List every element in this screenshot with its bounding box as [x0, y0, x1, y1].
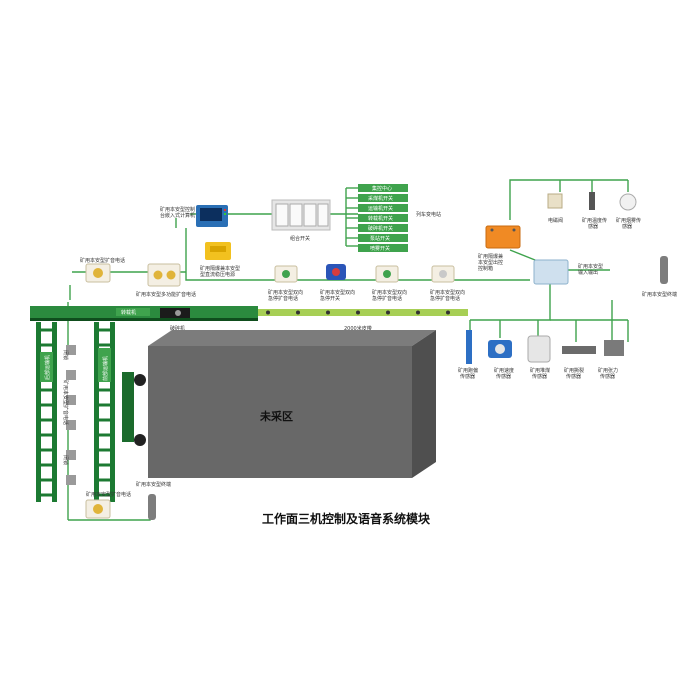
sensor-1-label-2: 传感器: [496, 373, 511, 380]
estop-speaker-2-label: 矿用本安型双向: [372, 289, 407, 296]
front-conveyor: [94, 322, 115, 502]
train-label: 列车变电站: [416, 211, 441, 218]
speaker-bottom: [85, 499, 111, 519]
sensor-3-label-2: 传感器: [566, 373, 581, 380]
tear-sensor: [562, 346, 596, 354]
sensor-1-label: 矿用速度: [494, 367, 514, 374]
power-label: 矿用隔爆兼本安型: [200, 265, 240, 272]
switch-list: [358, 184, 408, 252]
valve-icon: [547, 193, 563, 209]
switch-4: 泵站开关: [370, 235, 390, 242]
speaker-bottom-label: 矿用本安型扩音电话: [86, 491, 131, 498]
left-tag-0: 闭锁: [62, 350, 69, 360]
estop-speaker-3: [431, 265, 455, 283]
valve-label: 电磁阀: [548, 217, 563, 224]
left-tag-2: 闭锁: [62, 455, 69, 465]
estop-switch-label-2: 急停开关: [320, 295, 340, 302]
speaker-left-top-label: 矿用本安型扩音电话: [80, 257, 125, 264]
belt-conveyor: [258, 309, 468, 316]
temp-sensor-icon: [589, 192, 595, 210]
terminal-bottom-label: 矿用本安型终端: [136, 481, 171, 488]
sensor-0-label: 矿用跑偏: [458, 367, 478, 374]
power-supply: [205, 242, 231, 260]
sensor-2-label: 矿用堆煤: [530, 367, 550, 374]
estop-speaker-1: [274, 265, 298, 283]
estop-speaker-3-label-2: 急停扩音电话: [430, 295, 460, 302]
transfer-label-bg: [116, 308, 150, 316]
control-box-label: 矿用隔爆兼: [478, 253, 503, 260]
io-label-2: 输入输出: [578, 269, 598, 276]
computer-label-2: 台嵌入式计算机: [160, 212, 195, 219]
power-label-2: 型直流稳压电源: [200, 271, 235, 278]
terminal-right-label: 矿用本安型终端: [642, 291, 677, 298]
transfer-label: 转载机: [121, 309, 136, 316]
front-conveyor-label: 前部运输机: [102, 356, 109, 381]
estop-speaker-1-label: 矿用本安型双向: [268, 289, 303, 296]
sensor-3-label: 矿用撕裂: [564, 367, 584, 374]
control-box: [485, 225, 521, 249]
switch-0: 采煤机开关: [368, 195, 393, 202]
estop-speaker-1-label-2: 急停扩音电话: [268, 295, 298, 302]
terminal-right-icon: [660, 256, 668, 284]
estop-speaker-2-label-2: 急停扩音电话: [372, 295, 402, 302]
terminal-bottom-icon: [148, 494, 156, 520]
belt-label: 2000米皮带: [344, 325, 372, 332]
combo-switch-label: 组合开关: [290, 235, 310, 242]
crusher: [160, 308, 190, 318]
multi-speaker-label: 矿用本安型多功能扩音电话: [136, 291, 196, 298]
shearer: [122, 372, 146, 446]
coal-pile-sensor: [527, 335, 551, 363]
rear-conveyor-label: 后部运输机: [44, 355, 51, 380]
temp-label-2: 感器: [588, 223, 598, 230]
switch-3: 破碎机开关: [368, 225, 393, 232]
crusher-label: 破碎机: [170, 325, 185, 332]
io-label: 矿用本安型: [578, 263, 603, 270]
speaker-left-top: [85, 263, 111, 283]
page-title: 工作面三机控制及语音系统模块: [262, 511, 431, 526]
tension-sensor: [604, 340, 624, 356]
area-label: 未采区: [259, 409, 293, 423]
embedded-computer: [196, 205, 228, 227]
smoke-sensor-icon: [619, 193, 637, 211]
switch-1: 运输机开关: [368, 205, 393, 212]
estop-speaker-3-label: 矿用本安型双向: [430, 289, 465, 296]
temp-label: 矿用温度传: [582, 217, 607, 224]
left-tag-1: 矿用本安型扩音电话: [62, 380, 69, 425]
control-box-label-3: 控制箱: [478, 265, 493, 272]
sensor-4-label-2: 传感器: [600, 373, 615, 380]
sensor-2-label-2: 传感器: [532, 373, 547, 380]
io-box: [533, 259, 569, 285]
switch-5: 喷雾开关: [370, 245, 390, 252]
switch-2: 转载机开关: [368, 215, 393, 222]
speed-sensor: [488, 340, 512, 358]
multi-speaker: [147, 263, 181, 287]
smoke-label: 矿用烟雾传: [616, 217, 641, 224]
smoke-label-2: 感器: [622, 223, 632, 230]
support-icons: [66, 345, 76, 485]
rear-conveyor: [36, 322, 57, 502]
center-label: 集控中心: [372, 185, 392, 192]
unmined-area: [148, 330, 436, 478]
estop-speaker-2: [375, 265, 399, 283]
estop-switch: [326, 264, 346, 280]
estop-switch-label: 矿用本安型双向: [320, 289, 355, 296]
control-box-label-2: 本安型出控: [478, 259, 503, 266]
computer-label: 矿用本安型控制: [160, 206, 195, 213]
deviation-sensor: [466, 330, 472, 364]
combo-switch: [271, 199, 331, 231]
sensor-0-label-2: 传感器: [460, 373, 475, 380]
sensor-4-label: 矿用张力: [598, 367, 618, 374]
